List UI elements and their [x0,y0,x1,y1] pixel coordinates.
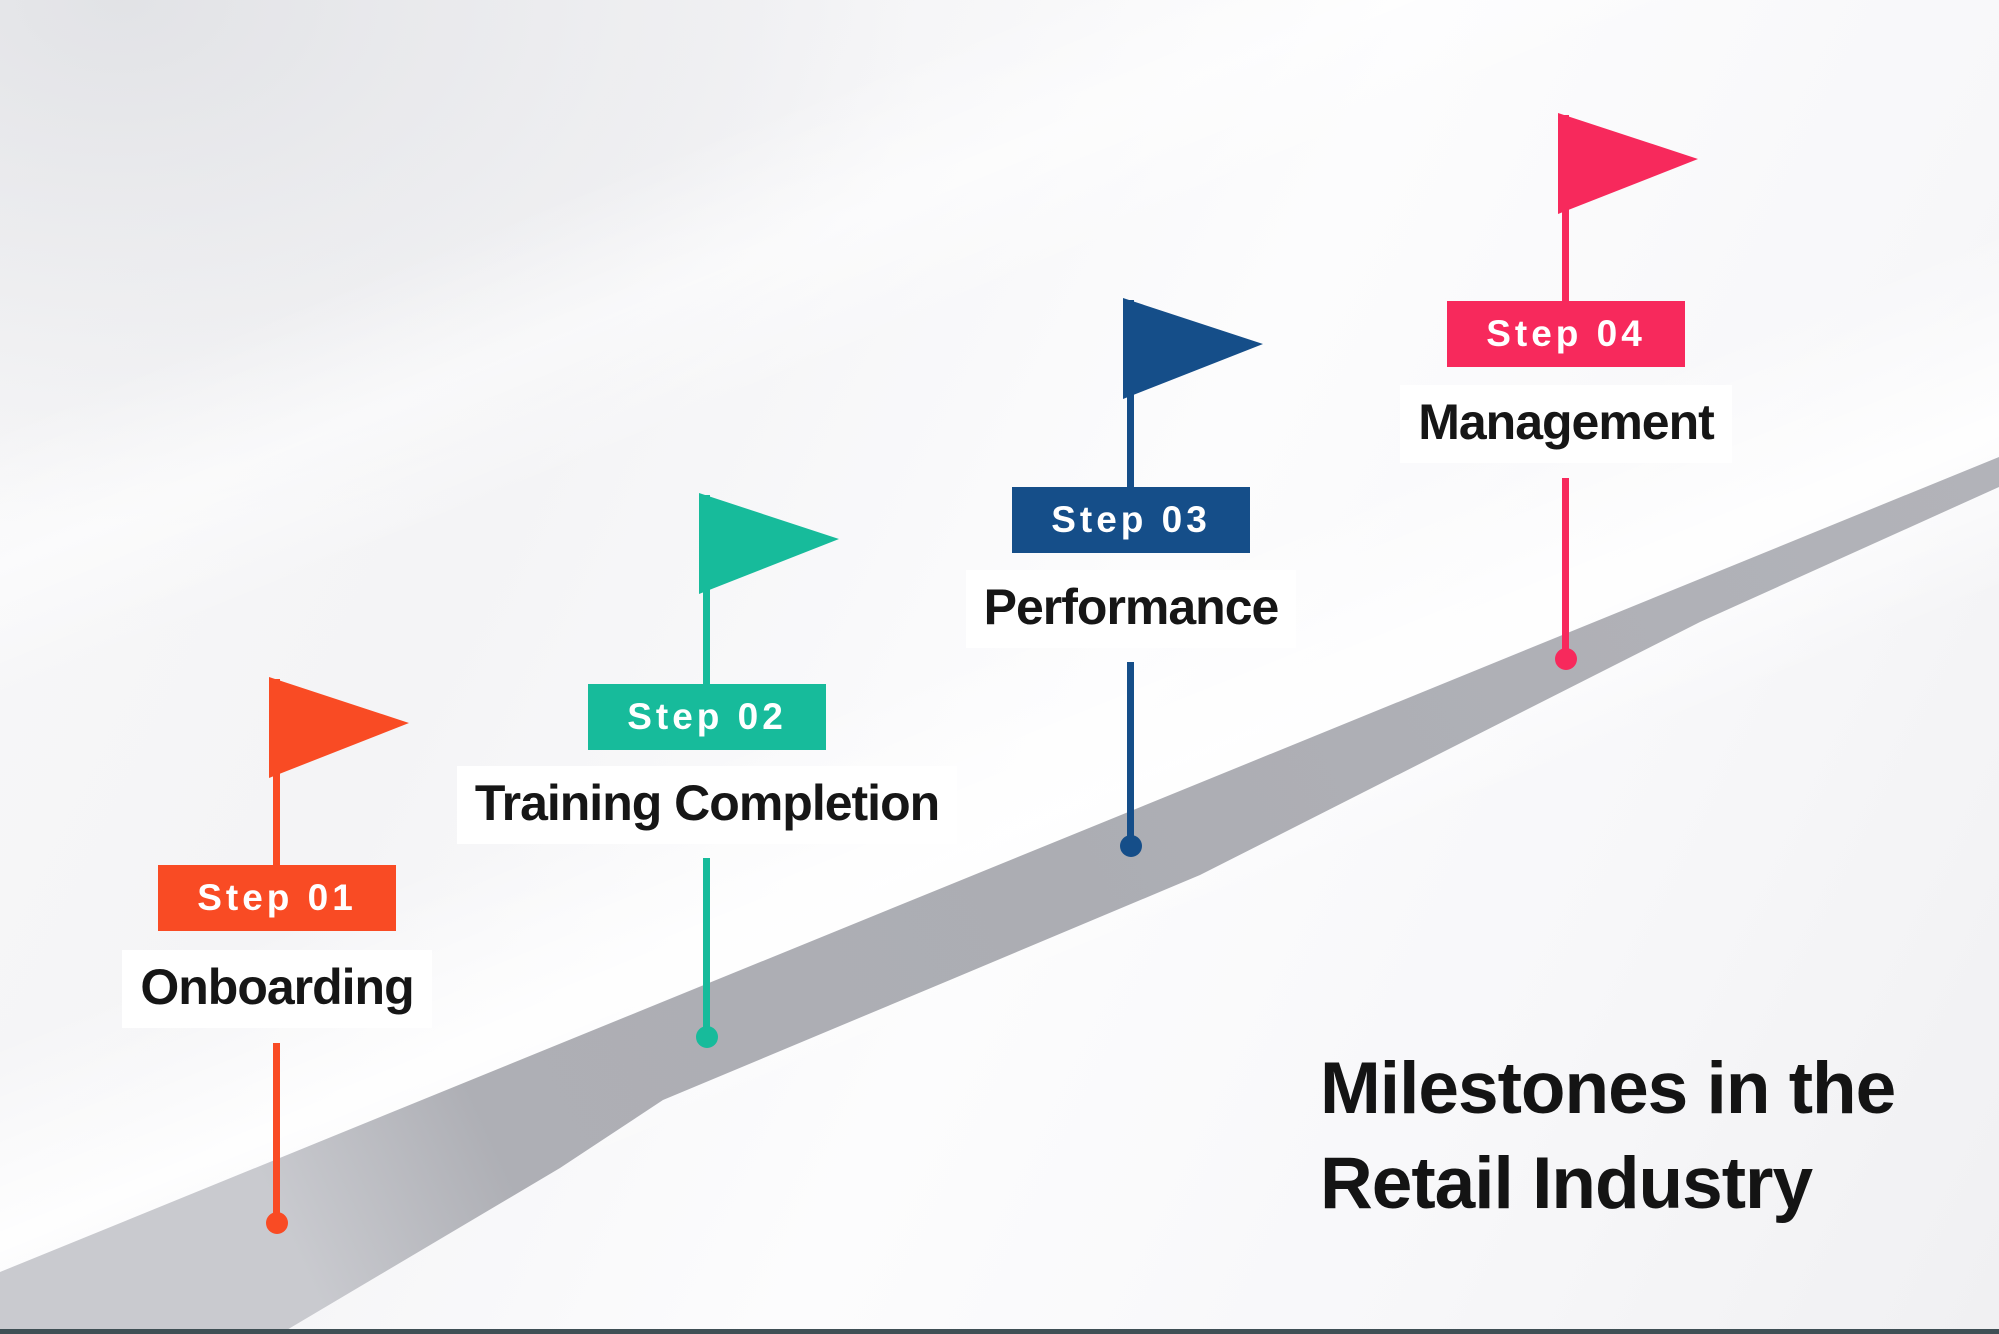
step-title-label: Management [1400,385,1732,463]
step-title-label: Onboarding [122,950,432,1028]
step-title: Training Completion [427,766,987,844]
flag-pole-lower [1562,478,1569,659]
milestone-dot [1120,835,1142,857]
flag-pole-upper [1562,115,1569,319]
step-badge: Step 04 [1447,301,1685,367]
flag-pole-upper [273,679,280,883]
step-badge: Step 03 [1012,487,1250,553]
milestone-dot [1555,648,1577,670]
flag-icon [699,493,839,594]
step-badge: Step 02 [588,684,826,750]
step-title-label: Performance [965,570,1297,648]
milestone-dot [266,1212,288,1234]
step-title: Management [1286,385,1846,463]
step-badge-label: Step 03 [1051,499,1211,540]
bottom-accent-bar [0,1329,1999,1334]
flag-icon [269,677,409,778]
milestone-dot [696,1026,718,1048]
main-title-line-2: Retail Industry [1320,1143,1813,1224]
step-title-label: Training Completion [456,766,958,844]
main-title-line-1: Milestones in the [1320,1048,1896,1129]
step-title: Performance [851,570,1411,648]
flag-icon [1558,113,1698,214]
flag-pole-lower [273,1043,280,1223]
flag-pole-upper [1127,300,1134,505]
road-shape [0,457,1999,1334]
flag-pole-lower [1127,662,1134,846]
flag-icon [1123,298,1263,399]
step-badge-label: Step 04 [1486,313,1646,354]
step-badge-label: Step 02 [627,696,787,737]
main-title: Milestones in the Retail Industry [1320,1041,1896,1231]
flag-pole-upper [703,495,710,702]
step-title: Onboarding [0,950,557,1028]
flag-pole-lower [703,858,710,1037]
step-badge-label: Step 01 [197,877,357,918]
step-badge: Step 01 [158,865,396,931]
